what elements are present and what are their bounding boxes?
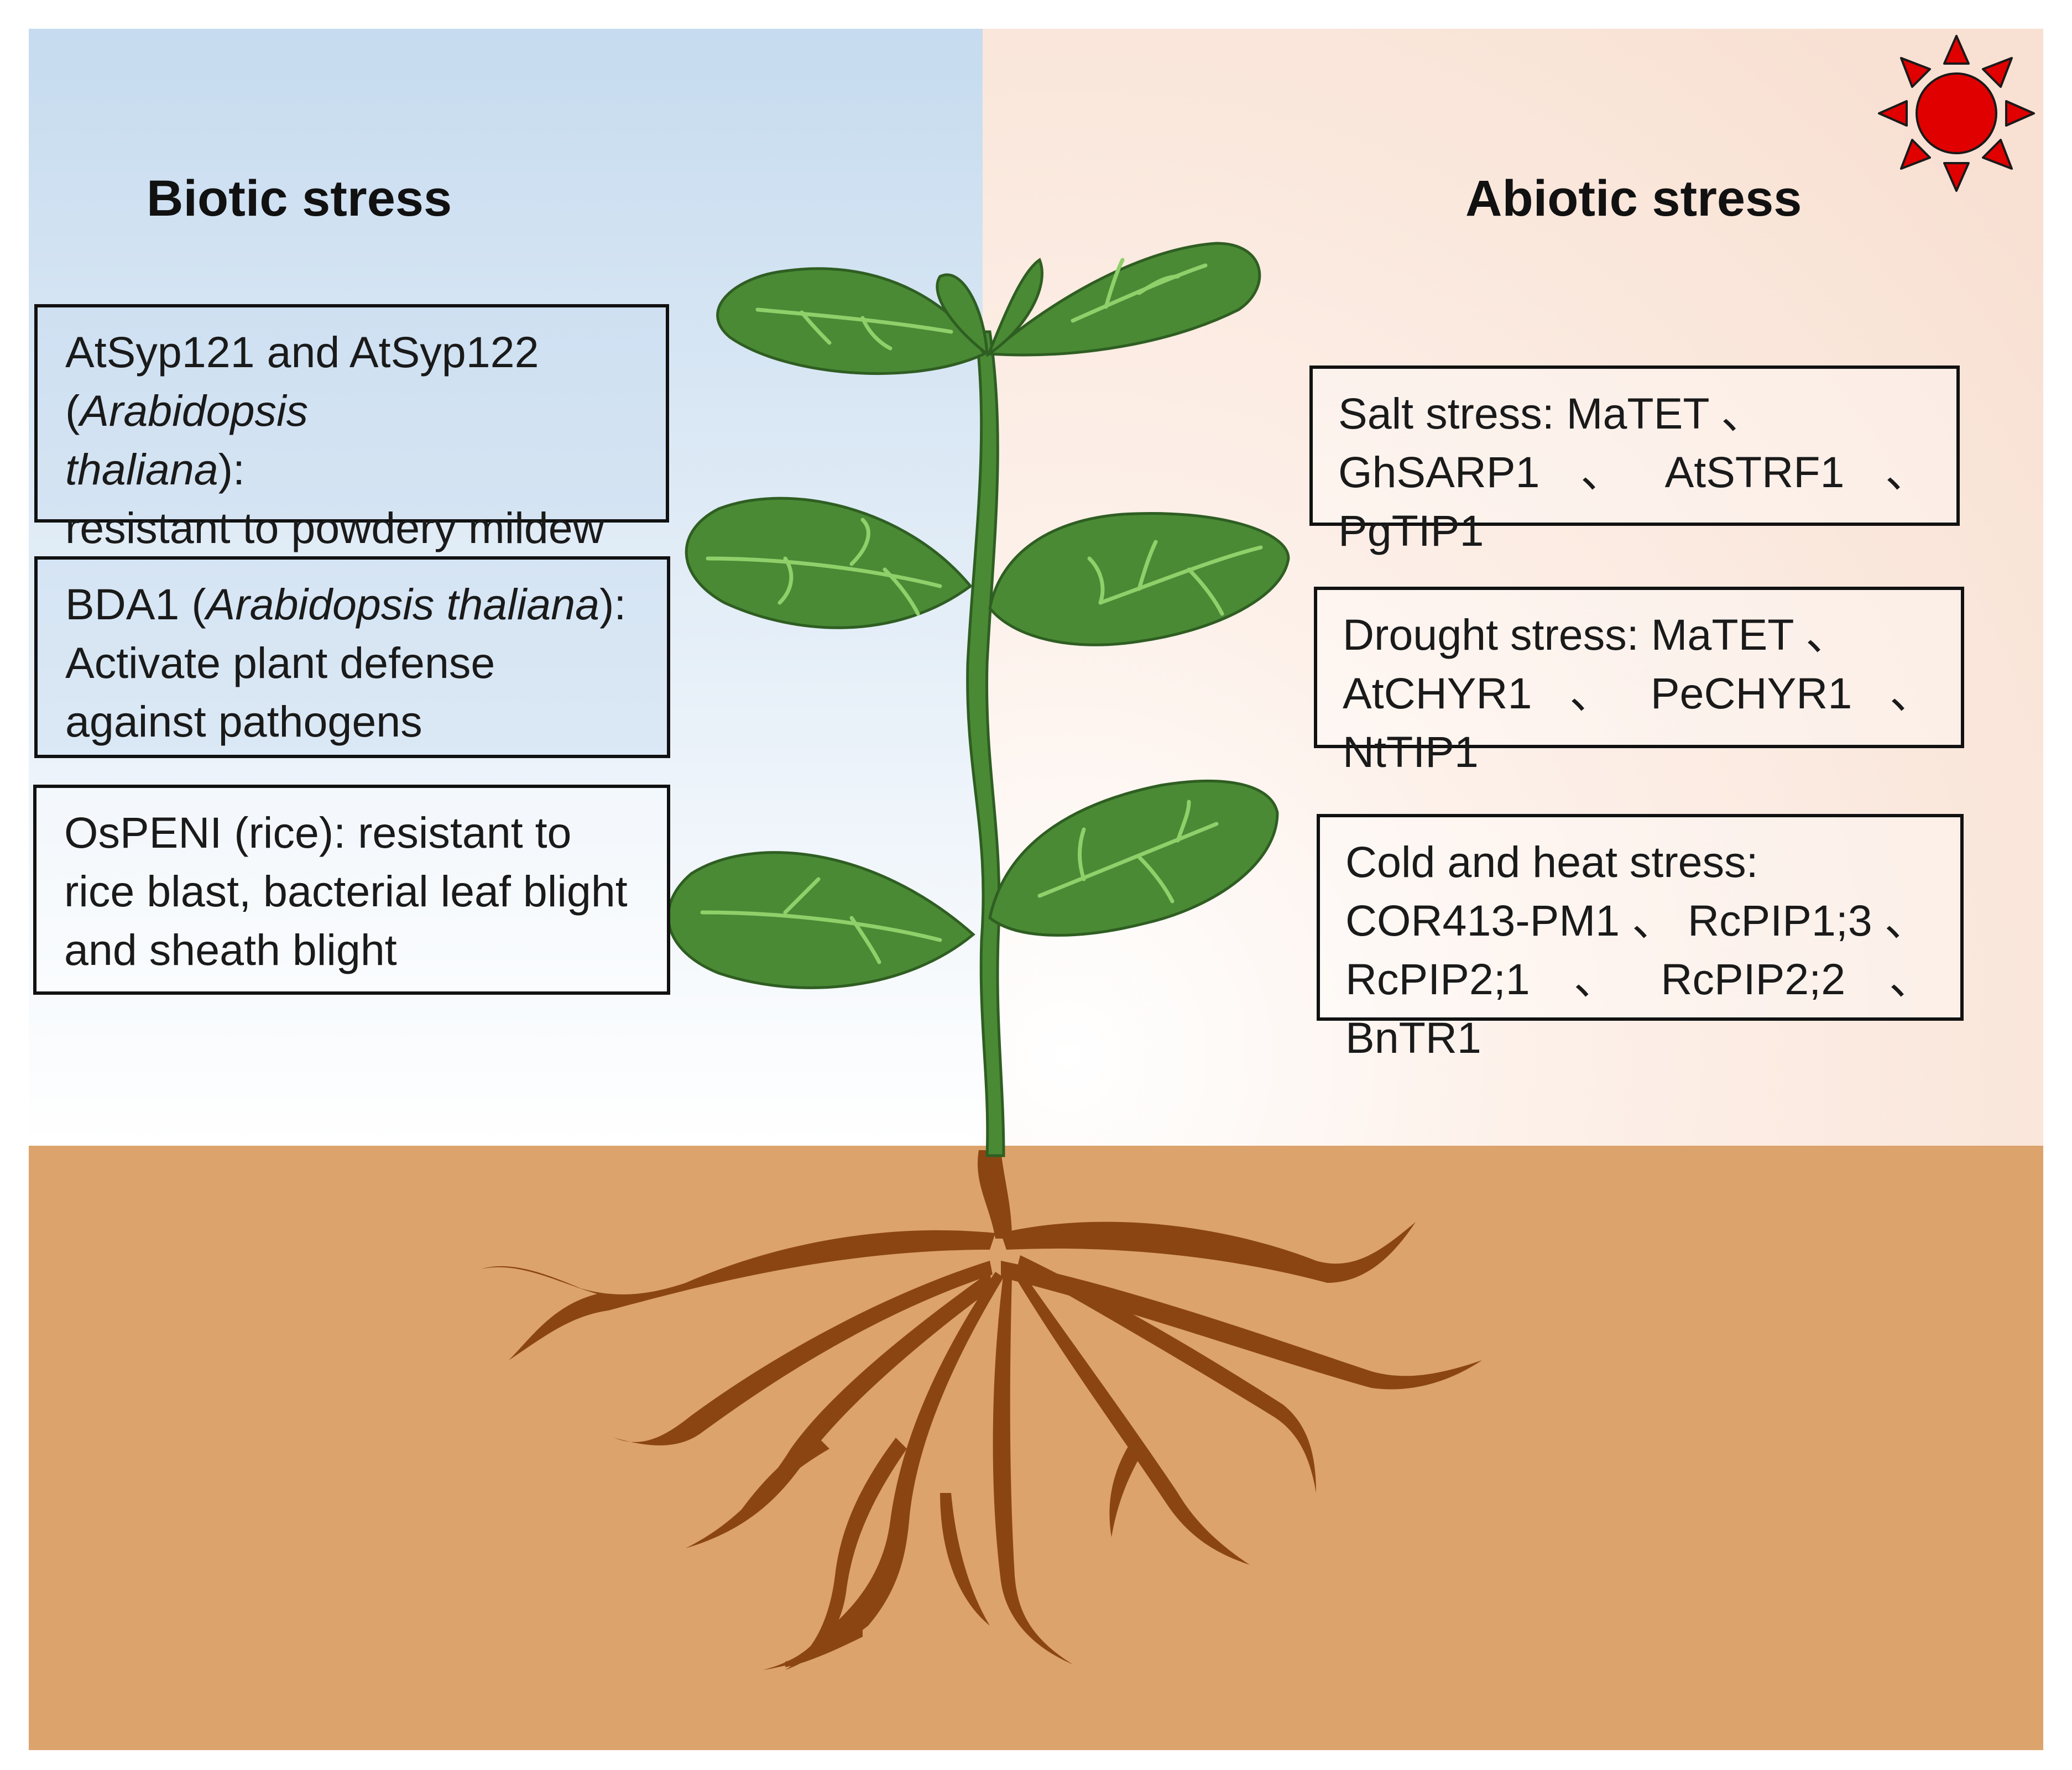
syp-line1: AtSyp121 and AtSyp122 xyxy=(65,327,539,377)
drought-line2: AtCHYR1、PeCHYR1、NtTIP1 xyxy=(1343,669,1933,776)
bda1-line3: against pathogens xyxy=(65,697,422,746)
syp-line3: resistant to powdery mildew xyxy=(65,503,604,552)
coldheat-line2: COR413-PM1 、 RcPIP1;3 、 xyxy=(1345,896,1928,945)
abiotic-box-salt: Salt stress: MaTET 、 GhSARP1、AtSTRF1、PgT… xyxy=(1309,366,1960,555)
biotic-box-syp: AtSyp121 and AtSyp122 (Arabidopsisthalia… xyxy=(34,304,669,552)
abiotic-box-cold-heat: Cold and heat stress: COR413-PM1 、 RcPIP… xyxy=(1317,814,1964,1062)
ospeni-line2: rice blast, bacterial leaf blight xyxy=(64,866,628,916)
syp-line2: (Arabidopsisthaliana): xyxy=(65,386,309,494)
biotic-stress-heading: Biotic stress xyxy=(147,170,452,227)
plant-illustration xyxy=(667,242,1290,1157)
sun-icon xyxy=(1878,35,2035,192)
bda1-line2: Activate plant defense xyxy=(65,638,495,687)
drought-line1: Drought stress: MaTET 、 xyxy=(1343,610,1850,659)
biotic-box-ospeni: OsPENI (rice): resistant to rice blast, … xyxy=(33,785,670,995)
coldheat-line3: RcPIP2;1、RcPIP2;2、BnTR1 xyxy=(1345,954,1933,1062)
coldheat-line1: Cold and heat stress: xyxy=(1345,837,1758,886)
abiotic-stress-heading: Abiotic stress xyxy=(1465,170,1802,227)
bda1-line1: BDA1 (Arabidopsis thaliana): xyxy=(65,579,627,629)
ospeni-line1: OsPENI (rice): resistant to xyxy=(64,808,572,857)
salt-line2: GhSARP1、AtSTRF1、PgTIP1 xyxy=(1338,447,1929,555)
biotic-box-bda1: BDA1 (Arabidopsis thaliana): Activate pl… xyxy=(34,556,670,758)
roots-illustration xyxy=(481,1150,1482,1670)
abiotic-box-drought: Drought stress: MaTET 、 AtCHYR1、PeCHYR1、… xyxy=(1314,587,1964,776)
salt-line1: Salt stress: MaTET 、 xyxy=(1338,389,1765,438)
ospeni-line3: and sheath blight xyxy=(64,925,397,974)
